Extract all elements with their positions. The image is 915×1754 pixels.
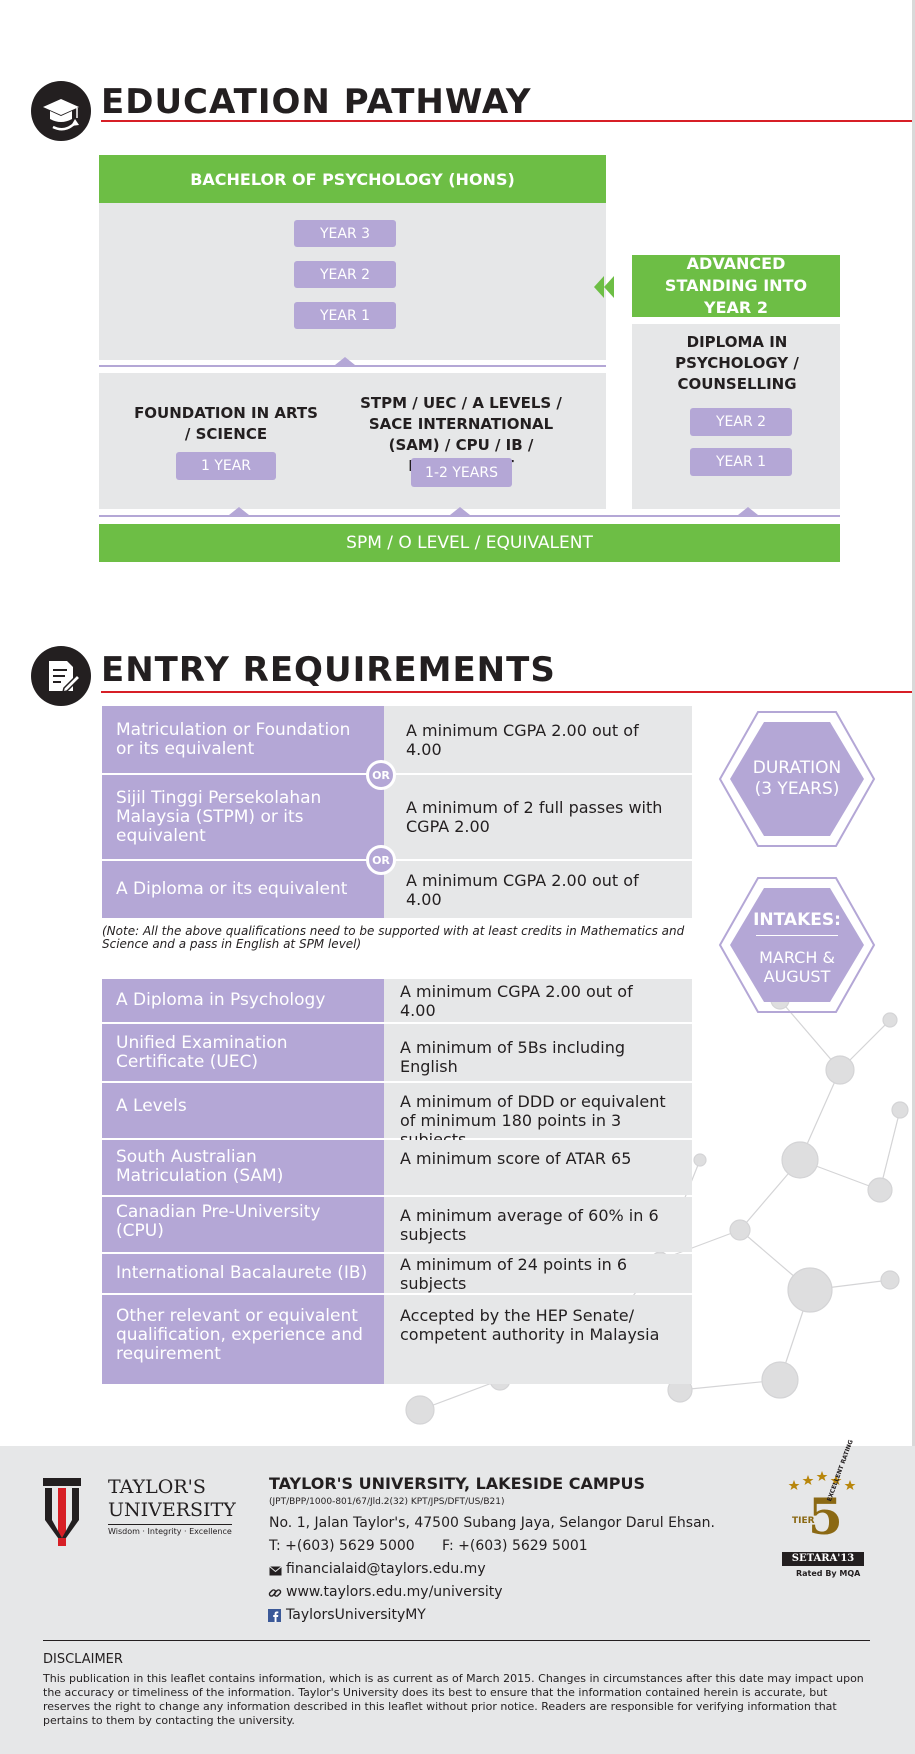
req-requirement: A minimum CGPA 2.00 out of 4.00 — [384, 861, 692, 918]
duration-hexagon: DURATION (3 YEARS) — [718, 710, 876, 848]
spm-base-bar: SPM / O LEVEL / EQUIVALENT — [99, 524, 840, 562]
logo-text-line2: UNIVERSITY — [108, 1499, 236, 1521]
req-requirement: A minimum CGPA 2.00 out of 4.00 — [384, 979, 692, 1022]
req-qualification: A Diploma in Psychology — [102, 979, 384, 1022]
document-edit-icon — [31, 646, 91, 706]
req-requirement: A minimum of 5Bs including English — [384, 1024, 692, 1081]
req-requirement: A minimum CGPA 2.00 out of 4.00 — [384, 706, 692, 773]
phone-number: T: +(603) 5629 5000 — [269, 1538, 415, 1554]
diploma-label: DIPLOMA IN PSYCHOLOGY / COUNSELLING — [675, 333, 799, 393]
duration-label: DURATION — [752, 758, 842, 778]
divider-line — [99, 365, 606, 367]
intakes-hexagon: INTAKES: MARCH & AUGUST — [718, 876, 876, 1014]
req-qualification: Matriculation or Foundation or its equiv… — [102, 706, 384, 773]
or-badge: OR — [366, 845, 396, 875]
right-edge-stripe — [912, 0, 915, 1450]
foundation-label: FOUNDATION IN ARTS / SCIENCE — [134, 404, 318, 443]
rating-tier: TIER — [792, 1516, 815, 1526]
req-qualification: Unified Examination Certificate (UEC) — [102, 1024, 384, 1081]
section-title-entry-requirements: ENTRY REQUIREMENTS — [101, 650, 556, 690]
campus-name: TAYLOR'S UNIVERSITY, LAKESIDE CAMPUS — [269, 1474, 646, 1493]
bachelor-year-1: YEAR 1 — [294, 302, 396, 329]
req-qualification: A Levels — [102, 1083, 384, 1138]
facebook-link[interactable]: TaylorsUniversityMY — [286, 1607, 426, 1623]
connector-arrow — [450, 507, 470, 515]
bachelor-year-2: YEAR 2 — [294, 261, 396, 288]
email-link[interactable]: financialaid@taylors.edu.my — [286, 1561, 486, 1577]
req-qualification: Sijil Tinggi Persekolahan Malaysia (STPM… — [102, 775, 384, 859]
bachelor-title: BACHELOR OF PSYCHOLOGY (HONS) — [99, 155, 606, 203]
duration-value: (3 YEARS) — [754, 779, 840, 799]
or-badge: OR — [366, 760, 396, 790]
section-underline — [101, 120, 912, 122]
req-qualification: International Bacalaurete (IB) — [102, 1254, 384, 1293]
intakes-month-1: MARCH & — [759, 948, 835, 967]
section-underline — [101, 691, 912, 693]
connector-arrow — [738, 507, 758, 515]
req-requirement: A minimum of 2 full passes with CGPA 2.0… — [384, 775, 692, 859]
logo-text-line1: TAYLOR'S — [108, 1476, 206, 1498]
star-rating-icon — [788, 1471, 856, 1490]
rating-setara: SETARA'13 — [782, 1552, 864, 1566]
diploma-year-1: YEAR 1 — [690, 448, 792, 476]
stpm-duration: 1-2 YEARS — [411, 458, 512, 487]
rating-number: 5 — [808, 1487, 843, 1546]
connector-arrow — [229, 507, 249, 515]
footer — [0, 1446, 915, 1754]
req-requirement: A minimum of DDD or equivalent of minimu… — [384, 1083, 692, 1149]
req-requirement: A minimum average of 60% in 6 subjects — [384, 1197, 692, 1252]
diploma-year-2: YEAR 2 — [690, 408, 792, 436]
mail-icon — [269, 1566, 282, 1576]
disclaimer-title: DISCLAIMER — [43, 1652, 123, 1667]
website-link[interactable]: www.taylors.edu.my/university — [286, 1584, 503, 1600]
intakes-divider — [756, 935, 838, 936]
intakes-title: INTAKES: — [753, 910, 841, 930]
facebook-icon — [268, 1609, 281, 1622]
req-requirement: Accepted by the HEP Senate/ competent au… — [384, 1295, 692, 1384]
req-requirement: A minimum score of ATAR 65 — [384, 1140, 692, 1195]
registration-number: (JPT/BPP/1000-801/67/Jld.2(32) KPT/JPS/D… — [269, 1497, 505, 1507]
disclaimer-text: This publication in this leaflet contain… — [43, 1672, 864, 1727]
req-qualification: Canadian Pre-University (CPU) — [102, 1197, 384, 1252]
req-requirement: A minimum of 24 points in 6 subjects — [384, 1254, 692, 1293]
connector-arrow — [335, 357, 355, 365]
graduation-cap-icon — [31, 81, 91, 141]
logo-tagline: Wisdom · Integrity · Excellence — [108, 1524, 232, 1536]
rating-by: Rated By MQA — [796, 1569, 861, 1578]
requirements-note: (Note: All the above qualifications need… — [102, 924, 685, 951]
campus-address: No. 1, Jalan Taylor's, 47500 Subang Jaya… — [269, 1515, 715, 1531]
advanced-standing-box: ADVANCED STANDING INTO YEAR 2 — [632, 254, 840, 317]
fax-number: F: +(603) 5629 5001 — [442, 1538, 588, 1554]
req-qualification: South Australian Matriculation (SAM) — [102, 1140, 384, 1195]
link-icon — [268, 1589, 282, 1597]
double-chevron-left-icon — [594, 276, 614, 298]
req-qualification: A Diploma or its equivalent — [102, 861, 384, 918]
section-title-education-pathway: EDUCATION PATHWAY — [101, 82, 532, 122]
req-qualification: Other relevant or equivalent qualificati… — [102, 1295, 384, 1384]
footer-divider — [43, 1640, 870, 1641]
entry-levels-box — [99, 373, 606, 509]
foundation-duration: 1 YEAR — [176, 452, 276, 480]
base-divider-line — [99, 515, 840, 517]
bachelor-year-3: YEAR 3 — [294, 220, 396, 247]
taylors-logo-icon — [43, 1478, 81, 1546]
intakes-month-2: AUGUST — [763, 967, 831, 986]
